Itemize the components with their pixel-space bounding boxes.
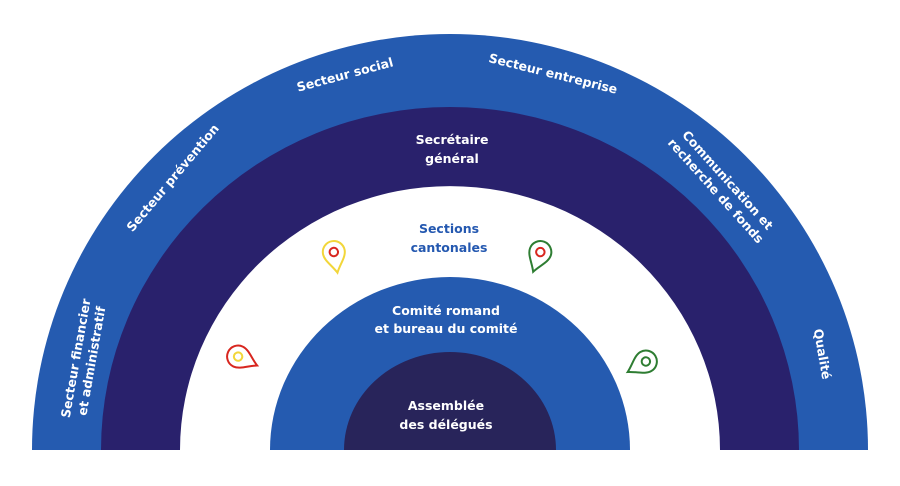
pin-green-green-map-pin-icon xyxy=(625,349,658,374)
sections-line1: Sections xyxy=(419,221,479,236)
core-line2: des délégués xyxy=(399,417,492,432)
secretary-line1: Secrétaire xyxy=(416,132,489,147)
secretary-line2: général xyxy=(425,151,479,166)
committee-line1: Comité romand xyxy=(392,303,500,318)
pin-green-red-map-pin-icon xyxy=(528,240,553,274)
core-circle xyxy=(344,352,556,450)
sections-line2: cantonales xyxy=(411,240,488,255)
pin-yellow-red-map-pin-icon xyxy=(321,240,346,275)
pin-red-yellow-map-pin-icon xyxy=(226,344,260,369)
core-line1: Assemblée xyxy=(408,398,484,413)
committee-line2: et bureau du comité xyxy=(375,321,518,336)
